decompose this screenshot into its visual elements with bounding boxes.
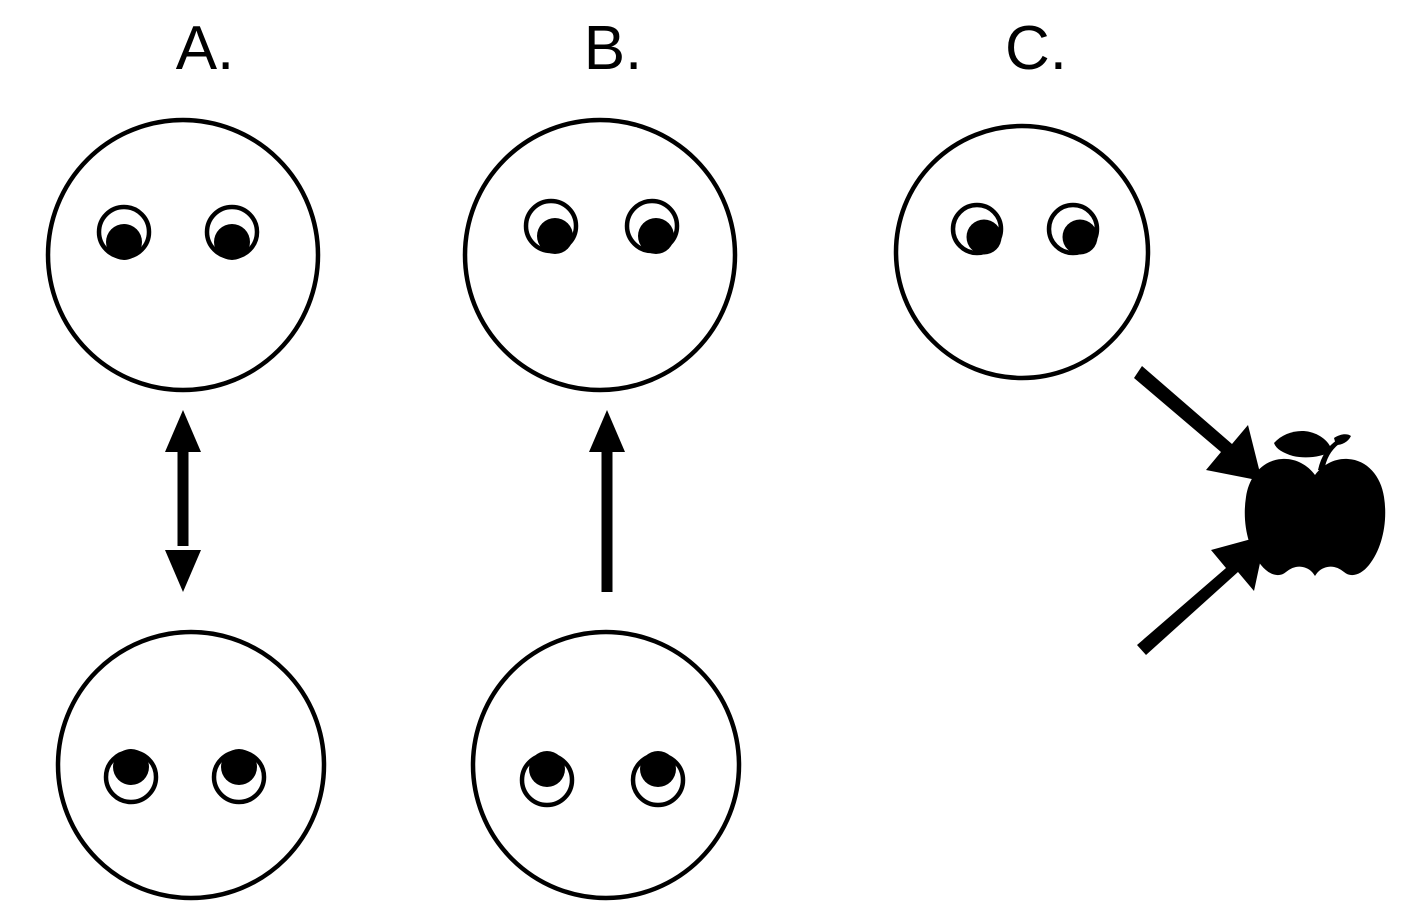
eye-right [204,204,260,260]
panel-b-face-top [462,117,738,393]
eye-right [630,751,686,808]
pupil [113,749,149,785]
panel-c-group [893,123,1386,655]
panel-label-a: A. [175,14,235,83]
panel-b-face-bottom [470,629,742,901]
arrow-shaft [601,448,613,592]
panel-c-arrow-bottom-to-apple [1137,535,1266,655]
panel-b-single-arrow [589,410,625,592]
apple-body [1244,458,1386,576]
eye-left [96,204,152,260]
eye-right [624,198,680,254]
arrow-diagonal-down-right [1134,366,1262,481]
face-outline [470,629,742,901]
apple-icon [1244,431,1386,576]
face-outline [462,117,738,393]
eye-left [523,198,579,254]
pupil [638,218,674,254]
eye-right [1046,202,1100,256]
arrow-diagonal-up-right [1137,535,1266,655]
pupil [214,224,250,260]
panel-c-face-top [893,123,1151,381]
panel-a-face-top [45,117,321,393]
pupil [1062,219,1098,255]
apple-leaf [1274,431,1332,458]
arrow-head-up [165,410,201,452]
panel-a-group [45,117,327,901]
face-outline [55,629,327,901]
face-outline [893,123,1151,381]
arrow-shaft [177,448,189,546]
eye-left [950,202,1004,256]
pupil [106,224,142,260]
panel-label-c: C. [1005,14,1067,83]
arrow-head-down [165,550,201,592]
pupil [529,751,565,787]
arrow-head-up [589,410,625,452]
panel-a-face-bottom [55,629,327,901]
apple-leaf-tip [1334,434,1351,445]
panel-c-arrow-top-to-apple [1134,366,1262,481]
eye-left [103,749,159,805]
pupil [221,749,257,785]
apple-stem [1318,439,1341,471]
panel-a-double-arrow [165,410,201,592]
eye-left [519,751,575,808]
pupil [640,751,676,787]
eye-right [211,749,267,805]
pupil [966,219,1002,255]
panel-label-b: B. [583,14,643,83]
pupil [537,218,573,254]
face-outline [45,117,321,393]
panel-b-group [462,117,742,901]
